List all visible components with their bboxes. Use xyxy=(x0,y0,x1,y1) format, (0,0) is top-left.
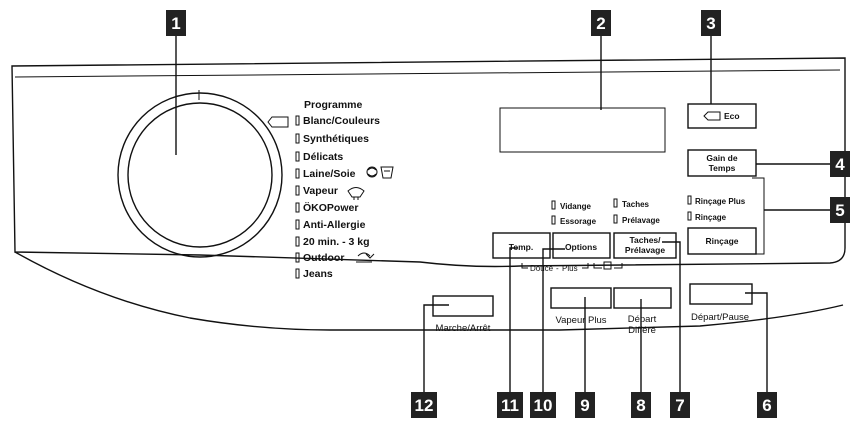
svg-text:Vapeur Plus: Vapeur Plus xyxy=(555,315,606,326)
wool-icon xyxy=(366,166,378,178)
svg-text:-: - xyxy=(556,264,559,273)
hand-wash-icon xyxy=(380,166,394,179)
rincage-indicator: Rinçage xyxy=(695,213,727,222)
temp-button[interactable]: Temp. xyxy=(492,232,551,259)
svg-text:Prélavage: Prélavage xyxy=(625,245,665,255)
eco-button[interactable]: Eco xyxy=(687,103,757,129)
svg-text:Temp.: Temp. xyxy=(509,242,533,252)
programme-item: Blanc/Couleurs xyxy=(303,115,380,127)
svg-text:Marche/Arrêt: Marche/Arrêt xyxy=(436,323,491,334)
programme-list: Blanc/Couleurs Synthétiques Délicats Lai… xyxy=(295,115,380,280)
svg-text:Options: Options xyxy=(565,242,597,252)
programme-item: Délicats xyxy=(303,151,343,163)
svg-text:Taches/: Taches/ xyxy=(629,235,661,245)
callout-9: 9 xyxy=(575,392,595,418)
svg-text:8: 8 xyxy=(636,396,645,415)
essorage-indicator: Essorage xyxy=(560,217,597,226)
callout-10: 10 xyxy=(530,392,556,418)
svg-text:12: 12 xyxy=(415,396,434,415)
lock-icon xyxy=(603,261,612,270)
rincage-button[interactable]: Rinçage xyxy=(687,227,757,255)
svg-text:Eco: Eco xyxy=(724,111,740,121)
rinse-bracket xyxy=(752,177,765,255)
leader-lines xyxy=(175,36,830,400)
callout-8: 8 xyxy=(631,392,651,418)
svg-text:Plus: Plus xyxy=(562,264,578,273)
selector-arrow-icon xyxy=(267,116,289,128)
svg-text:9: 9 xyxy=(580,396,589,415)
rincage-plus-indicator: Rinçage Plus xyxy=(695,197,746,206)
svg-text:3: 3 xyxy=(706,14,715,33)
programme-item: Jeans xyxy=(303,268,333,280)
callout-11: 11 xyxy=(497,392,523,418)
svg-text:Départ/Pause: Départ/Pause xyxy=(691,312,749,323)
prelavage-indicator: Prélavage xyxy=(622,216,660,225)
programme-item: Outdoor xyxy=(303,252,344,264)
svg-text:4: 4 xyxy=(835,155,845,174)
svg-text:Rinçage: Rinçage xyxy=(705,236,738,246)
svg-text:2: 2 xyxy=(596,14,605,33)
callout-7: 7 xyxy=(670,392,690,418)
taches-prelavage-button[interactable]: Taches/ Prélavage xyxy=(613,232,677,259)
svg-text:Départ: Départ xyxy=(628,314,657,325)
programme-item: Laine/Soie xyxy=(303,168,356,180)
display-screen xyxy=(499,107,666,153)
programme-dial-inner[interactable] xyxy=(127,102,273,248)
indicator-group-options: Vidange Essorage Taches Prélavage xyxy=(551,198,660,226)
callout-12: 12 xyxy=(411,392,437,418)
svg-text:6: 6 xyxy=(762,396,771,415)
outdoor-icon xyxy=(356,252,375,263)
panel-lower-curve xyxy=(14,251,844,331)
eco-arrow-icon xyxy=(703,111,721,121)
programme-item: Synthétiques xyxy=(303,133,369,145)
depart-pause-button[interactable]: Départ/Pause xyxy=(689,283,753,323)
steam-icon xyxy=(347,187,365,200)
callout-2: 2 xyxy=(591,10,611,36)
callout-5: 5 xyxy=(830,197,850,223)
programme-item: Vapeur xyxy=(303,185,338,197)
vapeur-plus-button[interactable]: Vapeur Plus xyxy=(550,287,612,326)
programme-item: Anti-Allergie xyxy=(303,219,366,231)
svg-text:10: 10 xyxy=(534,396,553,415)
panel-top-inner xyxy=(14,69,841,78)
svg-text:Douce: Douce xyxy=(530,264,554,273)
options-button[interactable]: Options xyxy=(552,232,611,259)
indicator-group-rinse: Rinçage Plus Rinçage xyxy=(687,195,746,222)
programme-title: Programme xyxy=(304,99,363,111)
programme-item: ÖKOPower xyxy=(303,201,358,214)
svg-text:11: 11 xyxy=(501,396,519,415)
svg-text:Différé: Différé xyxy=(628,325,656,336)
programme-item: 20 min. - 3 kg xyxy=(303,236,370,248)
svg-text:Gain de: Gain de xyxy=(706,153,737,163)
svg-text:5: 5 xyxy=(835,201,844,220)
taches-indicator: Taches xyxy=(622,200,650,209)
panel-outline xyxy=(11,57,846,268)
marche-arret-button[interactable]: Marche/Arrêt xyxy=(432,295,494,334)
depart-differe-button[interactable]: Départ Différé xyxy=(613,287,672,336)
callout-1: 1 xyxy=(166,10,186,36)
svg-text:7: 7 xyxy=(675,396,684,415)
svg-text:1: 1 xyxy=(171,14,180,33)
programme-dial-outer xyxy=(117,92,283,258)
douce-plus-bracket: Douce - Plus xyxy=(521,261,623,273)
callout-6: 6 xyxy=(757,392,777,418)
callout-4: 4 xyxy=(830,151,850,177)
vidange-indicator: Vidange xyxy=(560,202,592,211)
svg-text:Temps: Temps xyxy=(709,163,736,173)
callout-3: 3 xyxy=(701,10,721,36)
gain-de-temps-button[interactable]: Gain de Temps xyxy=(687,149,757,177)
